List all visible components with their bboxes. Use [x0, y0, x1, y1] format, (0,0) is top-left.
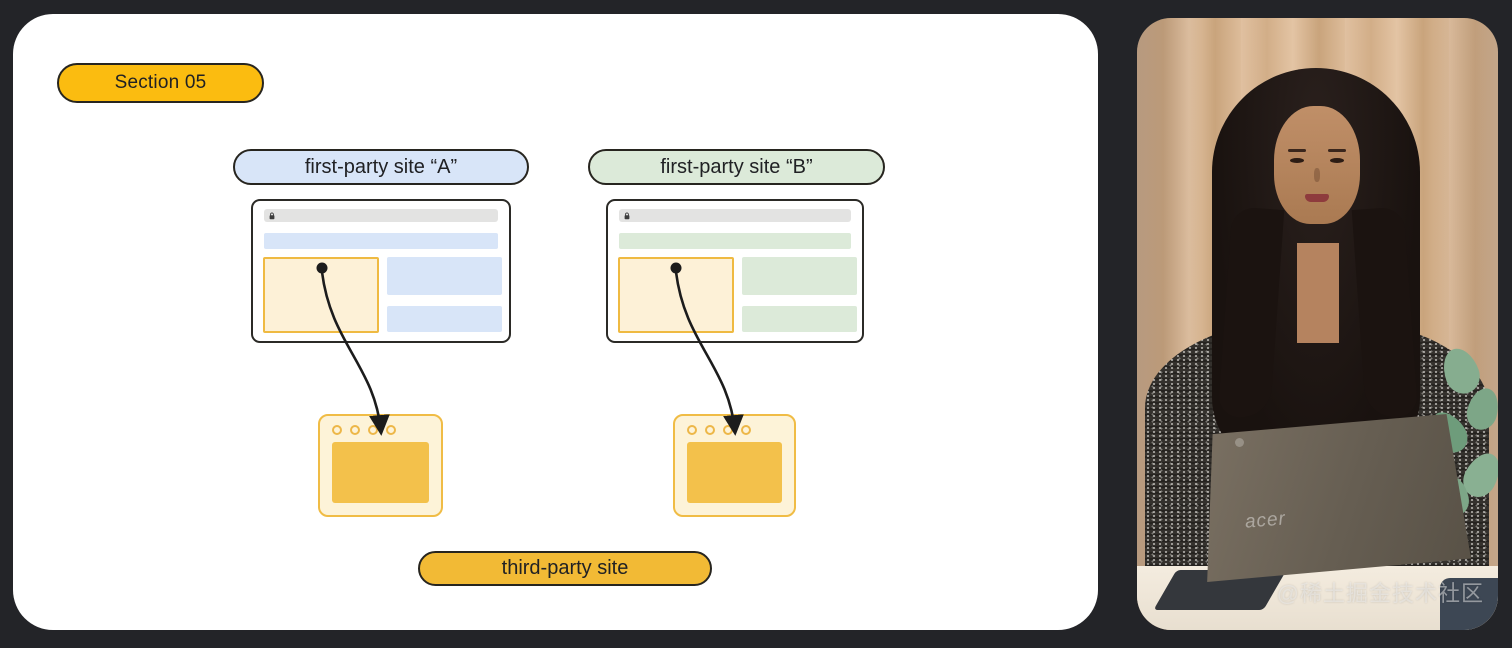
presenter-video-panel: acer @稀土掘金技术社区	[1137, 18, 1498, 630]
window-control-dots	[332, 425, 396, 435]
plant-pot	[1440, 578, 1498, 630]
lock-icon	[269, 212, 275, 219]
window-control-dots	[687, 425, 751, 435]
page-hero-block	[619, 233, 851, 249]
page-content-block	[742, 257, 857, 295]
laptop: acer	[1207, 414, 1471, 582]
eye	[1290, 158, 1304, 163]
eyebrow	[1288, 149, 1306, 152]
laptop-brand-label: acer	[1244, 508, 1287, 533]
third-party-window-b	[673, 414, 796, 517]
watermark: @稀土掘金技术社区	[1276, 581, 1484, 606]
lock-icon	[624, 212, 630, 219]
eyebrow	[1328, 149, 1346, 152]
third-party-site-label: third-party site	[501, 557, 629, 579]
first-party-site-a-label: first-party site “A”	[304, 155, 458, 178]
first-party-site-b-pill: first-party site “B”	[588, 149, 885, 185]
section-badge-label: Section 05	[114, 72, 207, 93]
page-content-block	[387, 257, 502, 295]
third-party-content-block	[687, 442, 782, 503]
presentation-slide: Section 05 first-party site “A” first-pa…	[13, 14, 1098, 630]
address-bar	[619, 209, 851, 222]
browser-window-site-a	[251, 199, 511, 343]
page-content-block	[742, 306, 857, 332]
page-hero-block	[264, 233, 498, 249]
nose	[1314, 168, 1320, 182]
mouth	[1305, 194, 1329, 202]
third-party-window-a	[318, 414, 443, 517]
third-party-site-pill: third-party site	[418, 551, 712, 586]
first-party-site-b-label: first-party site “B”	[660, 155, 813, 178]
presenter-face	[1274, 106, 1360, 224]
browser-window-site-b	[606, 199, 864, 343]
page-content-block	[387, 306, 502, 332]
embed-arrows	[316, 262, 744, 436]
presenter-neck	[1297, 243, 1339, 343]
embedded-iframe-site-a	[263, 257, 379, 333]
chromebook-logo	[1235, 438, 1244, 447]
address-bar	[264, 209, 498, 222]
first-party-site-a-pill: first-party site “A”	[233, 149, 529, 185]
eye	[1330, 158, 1344, 163]
third-party-content-block	[332, 442, 429, 503]
embedded-iframe-site-b	[618, 257, 734, 333]
section-badge: Section 05	[57, 63, 264, 103]
